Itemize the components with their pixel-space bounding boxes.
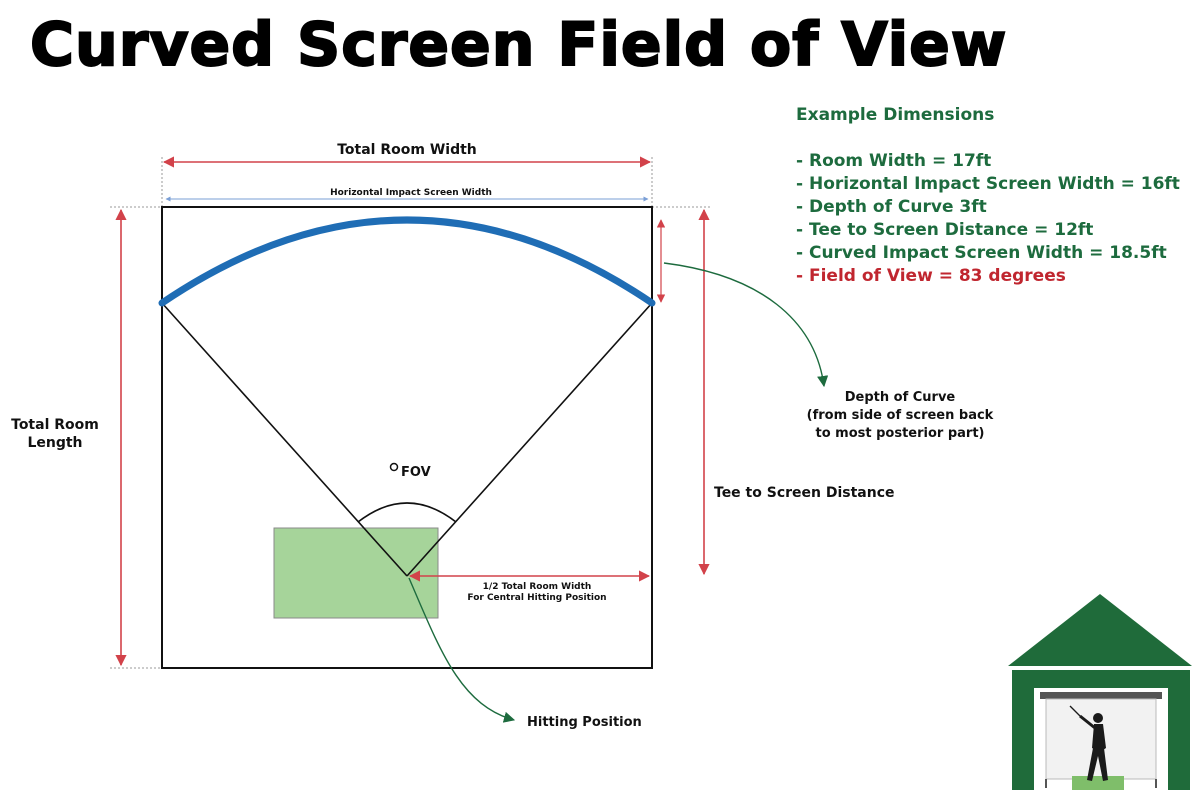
total-room-width-label: Total Room Width — [337, 142, 477, 158]
total-room-length-label-1: Total Room — [11, 417, 99, 433]
page-title: Curved Screen Field of View — [29, 9, 1008, 81]
dimension-room-width: - Room Width = 17ft — [796, 151, 992, 171]
dimension-horizontal-screen-width: - Horizontal Impact Screen Width = 16ft — [796, 174, 1180, 194]
fov-angle-arc — [357, 502, 457, 523]
fov-label: FOV — [401, 465, 431, 480]
fov-lines — [161, 302, 653, 577]
dimension-tee-to-screen: - Tee to Screen Distance = 12ft — [796, 220, 1094, 240]
depth-callout-arrow — [663, 262, 829, 388]
example-dimensions-panel: Example Dimensions - Room Width = 17ft -… — [796, 104, 1196, 288]
golfer-silhouette-icon — [1069, 705, 1108, 781]
depth-of-curve-label-1: Depth of Curve — [845, 390, 956, 405]
hitting-position-label: Hitting Position — [527, 715, 642, 730]
depth-of-curve-label-2: (from side of screen back — [807, 408, 994, 423]
fov-degree-symbol — [389, 462, 399, 472]
half-width-label-1: 1/2 Total Room Width — [483, 582, 592, 592]
dimension-depth-of-curve: - Depth of Curve 3ft — [796, 197, 987, 217]
tee-to-screen-label: Tee to Screen Distance — [714, 485, 895, 501]
golf-simulator-house-icon — [1008, 594, 1192, 790]
total-room-length-label-2: Length — [27, 435, 82, 451]
dimension-field-of-view: - Field of View = 83 degrees — [796, 266, 1066, 286]
dimension-curved-screen-width: - Curved Impact Screen Width = 18.5ft — [796, 243, 1167, 263]
horizontal-screen-width-label: Horizontal Impact Screen Width — [330, 188, 492, 198]
room-outline — [161, 206, 653, 669]
half-width-label-2: For Central Hitting Position — [467, 593, 606, 603]
hitting-position-callout-arrow — [408, 577, 516, 723]
example-dimensions-heading: Example Dimensions — [796, 105, 995, 125]
depth-of-curve-label-3: to most posterior part) — [815, 426, 984, 441]
hitting-mat — [273, 527, 439, 619]
curved-screen — [158, 216, 656, 307]
example-dimensions-list: - Room Width = 17ft - Horizontal Impact … — [796, 150, 1196, 288]
extension-lines — [110, 157, 712, 669]
